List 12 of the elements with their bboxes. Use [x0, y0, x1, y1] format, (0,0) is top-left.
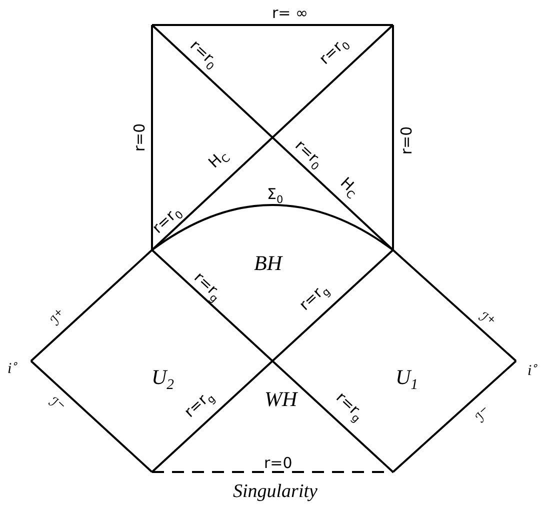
line-label: r= ∞ — [272, 6, 308, 20]
line-label: i$^{∘}$ — [8, 360, 19, 376]
line-label: U$_{1}$ — [396, 367, 418, 393]
line-label: i$^{∘}$ — [528, 362, 539, 378]
line-label: Σ$_{0}$ — [267, 186, 284, 205]
line-label: r=0 — [132, 122, 148, 152]
line-label: r=0 — [264, 456, 292, 470]
line-label: BH — [254, 252, 282, 274]
line-label: WH — [264, 388, 298, 410]
line-label: U$_{2}$ — [152, 367, 174, 393]
line-label: r=0 — [400, 126, 415, 154]
caption-text: Singularity — [233, 482, 318, 500]
